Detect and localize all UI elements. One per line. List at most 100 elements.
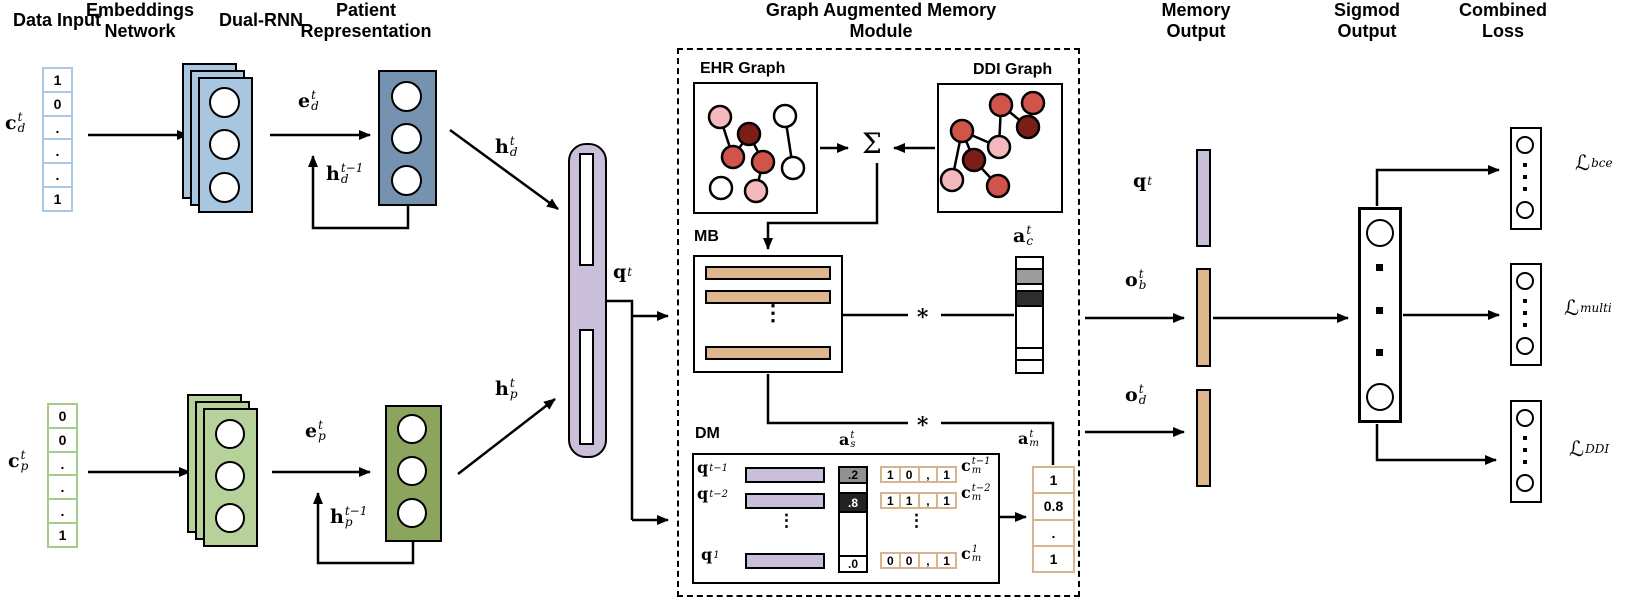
- memory-output-dynamic-bar: [1196, 389, 1211, 487]
- vector-cell: 1: [47, 522, 78, 548]
- output-neuron: [1516, 474, 1534, 492]
- ddi-graph-title: DDI Graph: [973, 61, 1053, 78]
- graph-node-dark-red: [961, 147, 987, 173]
- ehr-graph-drawing: [707, 103, 806, 204]
- neuron: [391, 165, 422, 196]
- graph-node-red: [1020, 90, 1046, 116]
- graph-node-white: [772, 103, 798, 129]
- ellipsis-dot: [1523, 460, 1527, 464]
- memory-bank-row: [705, 346, 831, 360]
- patient-subvector-procedure: [579, 329, 594, 445]
- neuron: [391, 81, 422, 112]
- graph-node-white: [708, 175, 734, 201]
- embedding-layer-drug-front: [198, 77, 253, 213]
- ehr-graph-box: [693, 82, 818, 214]
- ellipsis-dot: [1376, 307, 1383, 314]
- rnn-procedure: [385, 405, 442, 542]
- ddi-graph-box: [937, 83, 1063, 213]
- patient-representation-vector: [568, 143, 607, 458]
- memory-bank-row: [705, 266, 831, 280]
- graph-node-red: [985, 173, 1011, 199]
- elementwise-product-operator: ∗: [915, 300, 931, 326]
- neuron: [397, 456, 427, 486]
- vector-cell: .: [42, 114, 73, 141]
- query-branch-line: [607, 299, 634, 520]
- mb-ellipsis: ⋮: [762, 300, 784, 325]
- ellipsis-dot: [1523, 187, 1527, 191]
- mb-title: MB: [694, 228, 719, 245]
- ellipsis-dot: [1523, 175, 1527, 179]
- elementwise-product-operator: ∗: [915, 408, 931, 434]
- memory-output-query-bar: [1196, 149, 1211, 247]
- output-neuron: [1516, 409, 1534, 427]
- rnn-drug: [378, 70, 437, 206]
- neuron: [209, 87, 240, 118]
- vector-cell: 0: [47, 426, 78, 453]
- vector-cell: .: [42, 138, 73, 165]
- graph-node-dark-red: [1015, 114, 1041, 140]
- output-neuron: [1366, 383, 1394, 411]
- vector-cell: 0: [47, 403, 78, 429]
- ehr-graph-title: EHR Graph: [700, 60, 786, 77]
- output-neuron: [1516, 201, 1534, 219]
- loss-vector-bce: [1510, 127, 1542, 230]
- input-vector-procedure: 0 0 . . . 1: [47, 403, 78, 548]
- vector-cell: .: [42, 162, 73, 189]
- vector-cell: .: [47, 498, 78, 525]
- graph-node-white: [780, 155, 806, 181]
- graph-node-red: [720, 144, 746, 170]
- loss-vector-multi: [1510, 263, 1542, 366]
- graph-node-pink: [986, 134, 1012, 160]
- loss-vector-ddi: [1510, 400, 1542, 503]
- vector-cell: .: [47, 450, 78, 477]
- memory-module-boundary: [677, 48, 1080, 597]
- dm-query-row: [745, 493, 825, 509]
- vector-cell: 0: [42, 90, 73, 117]
- ellipsis-dot: [1376, 349, 1383, 356]
- arrow-hp-to-patient: [457, 398, 556, 475]
- memory-output-bank-bar: [1196, 268, 1211, 367]
- ellipsis-dot: [1523, 311, 1527, 315]
- ellipsis-dot: [1523, 448, 1527, 452]
- output-neuron: [1366, 219, 1394, 247]
- graph-node-dark-red: [736, 121, 762, 147]
- neuron: [209, 172, 240, 203]
- dm-query-row: [745, 553, 825, 569]
- vector-cell: 1: [42, 67, 73, 93]
- ellipsis-dot: [1523, 436, 1527, 440]
- graph-node-pink: [707, 104, 733, 130]
- dm-ellipsis: ⋮: [908, 511, 925, 530]
- embedding-layer-procedure-front: [203, 408, 258, 547]
- patient-subvector-drug: [579, 153, 594, 266]
- output-neuron: [1516, 136, 1534, 154]
- graph-node-pink: [743, 178, 769, 204]
- neuron: [215, 503, 245, 533]
- sum-operator: Σ: [862, 127, 882, 160]
- output-neuron: [1516, 337, 1534, 355]
- memory-bank-row: [705, 290, 831, 304]
- output-neuron: [1516, 272, 1534, 290]
